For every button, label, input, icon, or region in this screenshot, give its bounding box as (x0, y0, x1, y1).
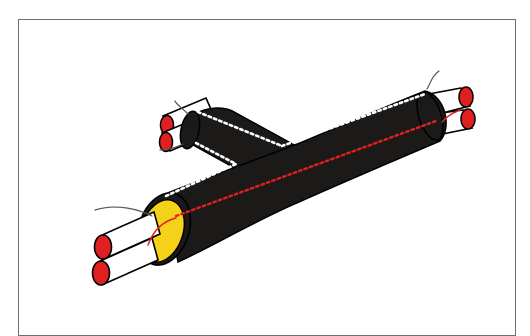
pipe-end-cap (93, 261, 110, 285)
pipe-end-cap (459, 87, 473, 107)
pipe-end-cap (461, 109, 475, 129)
pipe-end-cap (95, 235, 112, 259)
